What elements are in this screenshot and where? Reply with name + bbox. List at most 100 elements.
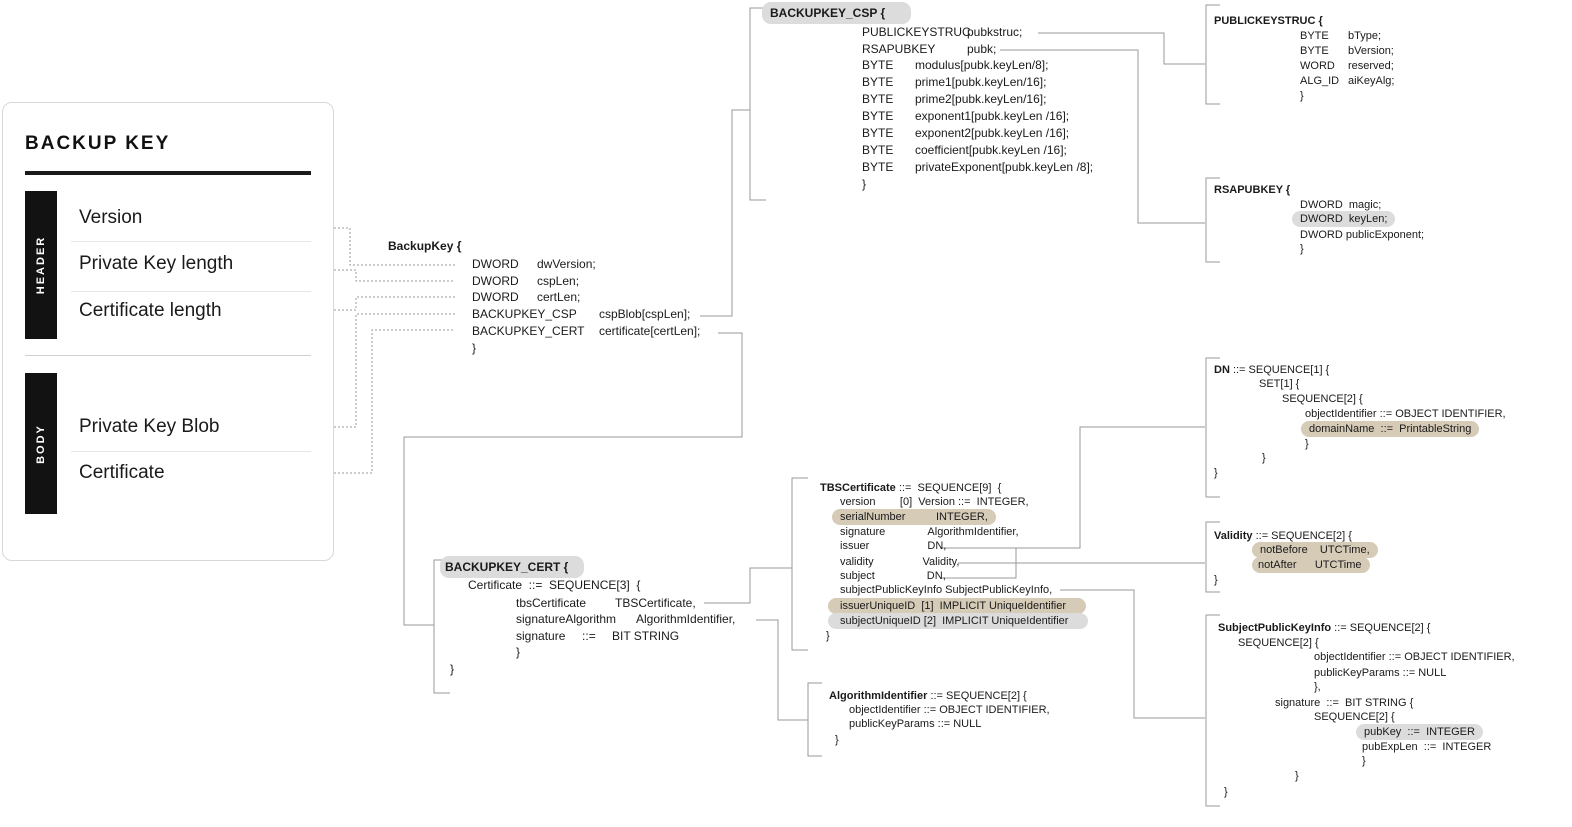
bracket-spki: [1205, 614, 1220, 807]
publickeystruc-field-type: WORD: [1300, 60, 1335, 72]
spki-pubkey-highlight: pubKey ::= INTEGER: [1356, 724, 1483, 740]
cert-field-type: AlgorithmIdentifier,: [636, 612, 736, 626]
tbs-field-issuer-uid-highlight: issuerUniqueID [1] IMPLICIT UniqueIdenti…: [828, 598, 1087, 614]
legend-divider: [71, 241, 311, 242]
link-algid: [756, 619, 808, 721]
cert-field-name: signatureAlgorithm: [516, 612, 617, 626]
rsapubkey-title: RSAPUBKEY {: [1214, 184, 1291, 196]
algid-header: AlgorithmIdentifier ::= SEQUENCE[2] {: [829, 689, 1027, 703]
backupkey-field-name: cspLen;: [537, 274, 580, 288]
tbs-close: }: [826, 630, 830, 642]
publickeystruc-field-name: bType;: [1348, 30, 1382, 42]
backupkey-field-type: BACKUPKEY_CERT: [472, 324, 585, 338]
publickeystruc-close: }: [1300, 90, 1304, 102]
spki-line: SEQUENCE[2] {: [1238, 637, 1319, 649]
validity-notbefore-highlight: notBefore UTCTime,: [1252, 542, 1378, 558]
publickeystruc-field-name: bVersion;: [1348, 45, 1394, 57]
spki-line: }: [1362, 755, 1366, 767]
backup-key-legend: BACKUP KEY HEADER Version Private Key le…: [2, 102, 334, 561]
tbs-field-serial-highlight: serialNumber INTEGER,: [832, 509, 996, 525]
csp-field-name: coefficient[pubk.keyLen /16];: [915, 143, 1067, 157]
link-rsapubkey: [1000, 49, 1205, 224]
csp-field-name: exponent1[pubk.keyLen /16];: [915, 109, 1070, 123]
backupkey-title: BackupKey {: [388, 239, 462, 253]
cert-field-name: signature ::=: [516, 629, 596, 643]
csp-field-name: privateExponent[pubk.keyLen /8];: [915, 160, 1094, 174]
publickeystruc-field-name: reserved;: [1348, 60, 1394, 72]
link-dn-issuer: [940, 426, 1205, 549]
csp-field-name: modulus[pubk.keyLen/8];: [915, 58, 1049, 72]
spki-line: SEQUENCE[2] {: [1314, 711, 1395, 723]
csp-field-name: exponent2[pubk.keyLen /16];: [915, 126, 1070, 140]
backupkey-field-type: DWORD: [472, 274, 519, 288]
header-label: HEADER: [35, 235, 47, 295]
bracket-algid: [807, 682, 822, 757]
spki-line: pubExpLen ::= INTEGER: [1362, 741, 1492, 753]
dn-line: SEQUENCE[2] {: [1282, 393, 1363, 405]
cert-title: BACKUPKEY_CERT {: [440, 556, 585, 578]
rsapubkey-field: DWORD magic;: [1300, 199, 1382, 211]
dn-title: DN: [1214, 364, 1230, 376]
spki-line: },: [1314, 681, 1321, 693]
cert-field-type: TBSCertificate,: [615, 596, 696, 610]
rsapubkey-field: DWORD publicExponent;: [1300, 229, 1425, 241]
legend-item-private-key-blob: Private Key Blob: [79, 416, 220, 437]
backupkey-field-type: DWORD: [472, 257, 519, 271]
backupkey-field-name: cspBlob[cspLen];: [599, 307, 691, 321]
cert-close: }: [450, 662, 455, 676]
tbs-title-rest: ::= SEQUENCE[9] {: [895, 482, 1002, 494]
algid-title-rest: ::= SEQUENCE[2] {: [927, 690, 1027, 702]
link-certlen: [334, 296, 455, 311]
link-pubkstruc: [1038, 32, 1205, 65]
csp-field-type: BYTE: [862, 58, 894, 72]
bracket-pubkstruc: [1205, 4, 1220, 105]
spki-title-rest: ::= SEQUENCE[2] {: [1331, 622, 1431, 634]
publickeystruc-title: PUBLICKEYSTRUC {: [1214, 15, 1323, 27]
link-cspblob: [334, 313, 455, 428]
dn-line: SET[1] {: [1259, 378, 1300, 390]
algid-title: AlgorithmIdentifier: [829, 690, 928, 702]
tbs-field: issuer DN,: [840, 540, 947, 552]
validity-title-rest: ::= SEQUENCE[2] {: [1252, 530, 1352, 542]
cert-field-type: BIT STRING: [612, 629, 680, 643]
csp-field-type: RSAPUBKEY: [862, 42, 936, 56]
legend-item-certificate-length: Certificate length: [79, 300, 222, 321]
backupkey-field-name: certificate[certLen];: [599, 324, 701, 338]
backupkey-close: }: [472, 341, 477, 355]
csp-field-type: BYTE: [862, 75, 894, 89]
body-label: BODY: [35, 423, 47, 464]
tbs-field: signature AlgorithmIdentifier,: [840, 526, 1019, 538]
bracket-validity: [1205, 521, 1220, 593]
validity-title: Validity: [1214, 530, 1253, 542]
legend-title-rule: [25, 171, 311, 175]
tbs-field: validity Validity,: [840, 556, 960, 568]
tbs-title: TBSCertificate: [820, 482, 896, 494]
spki-line: publicKeyParams ::= NULL: [1314, 667, 1447, 679]
legend-item-version: Version: [79, 207, 143, 228]
backupkey-field-name: certLen;: [537, 290, 581, 304]
tbs-field: subjectPublicKeyInfo SubjectPublicKeyInf…: [840, 584, 1053, 596]
csp-field-name: prime1[pubk.keyLen/16];: [915, 75, 1047, 89]
tbs-header: TBSCertificate ::= SEQUENCE[9] {: [820, 481, 1001, 495]
csp-field-name: prime2[pubk.keyLen/16];: [915, 92, 1047, 106]
link-spki: [1060, 589, 1205, 719]
dn-close: }: [1214, 467, 1218, 479]
spki-line: signature ::= BIT STRING {: [1275, 697, 1414, 709]
tbs-field-subject-uid-highlight: subjectUniqueID [2] IMPLICIT UniqueIdent…: [828, 613, 1089, 629]
csp-field-type: BYTE: [862, 160, 894, 174]
validity-header: Validity ::= SEQUENCE[2] {: [1214, 529, 1352, 543]
bracket-cert: [433, 559, 450, 694]
tbs-field: version [0] Version ::= INTEGER,: [840, 496, 1029, 508]
publickeystruc-field-type: BYTE: [1300, 30, 1329, 42]
publickeystruc-field-type: BYTE: [1300, 45, 1329, 57]
spki-line: }: [1295, 770, 1299, 782]
publickeystruc-field-name: aiKeyAlg;: [1348, 75, 1395, 87]
csp-field-type: BYTE: [862, 143, 894, 157]
legend-item-private-key-length: Private Key length: [79, 253, 234, 274]
spki-title: SubjectPublicKeyInfo: [1218, 622, 1332, 634]
dn-line: }: [1262, 452, 1266, 464]
algid-close: }: [835, 734, 839, 746]
cert-field-name: tbsCertificate: [516, 596, 587, 610]
header-sidebar: HEADER: [25, 191, 57, 339]
bracket-rsapubkey: [1205, 177, 1220, 263]
